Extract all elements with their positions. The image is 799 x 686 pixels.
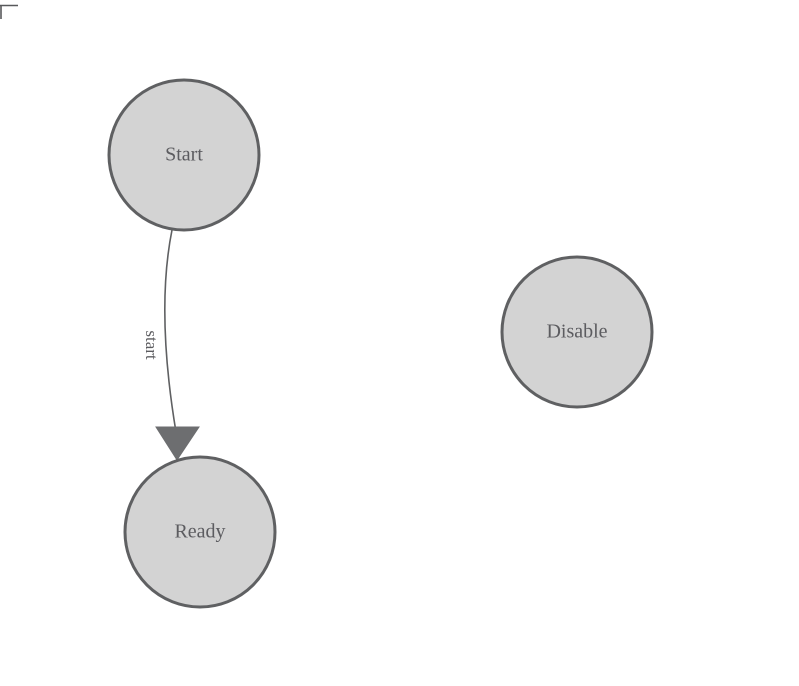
node-start-circle[interactable] (107, 78, 261, 232)
node-disable-label: Disable (546, 321, 607, 343)
node-ready-circle[interactable] (123, 455, 277, 609)
edge-label-start: start (142, 330, 161, 360)
node-start[interactable]: Start (107, 78, 261, 232)
node-ready-label: Ready (174, 521, 225, 543)
node-disable-circle[interactable] (500, 255, 654, 409)
canvas-top-left-corner-mark (0, 4, 18, 19)
arrowhead-icon (155, 426, 200, 461)
node-disable[interactable]: Disable (500, 255, 654, 409)
edge-line (163, 229, 177, 433)
node-ready[interactable]: Ready (123, 455, 277, 609)
node-start-label: Start (165, 144, 203, 166)
edge-start-to-ready[interactable]: start (142, 229, 200, 461)
